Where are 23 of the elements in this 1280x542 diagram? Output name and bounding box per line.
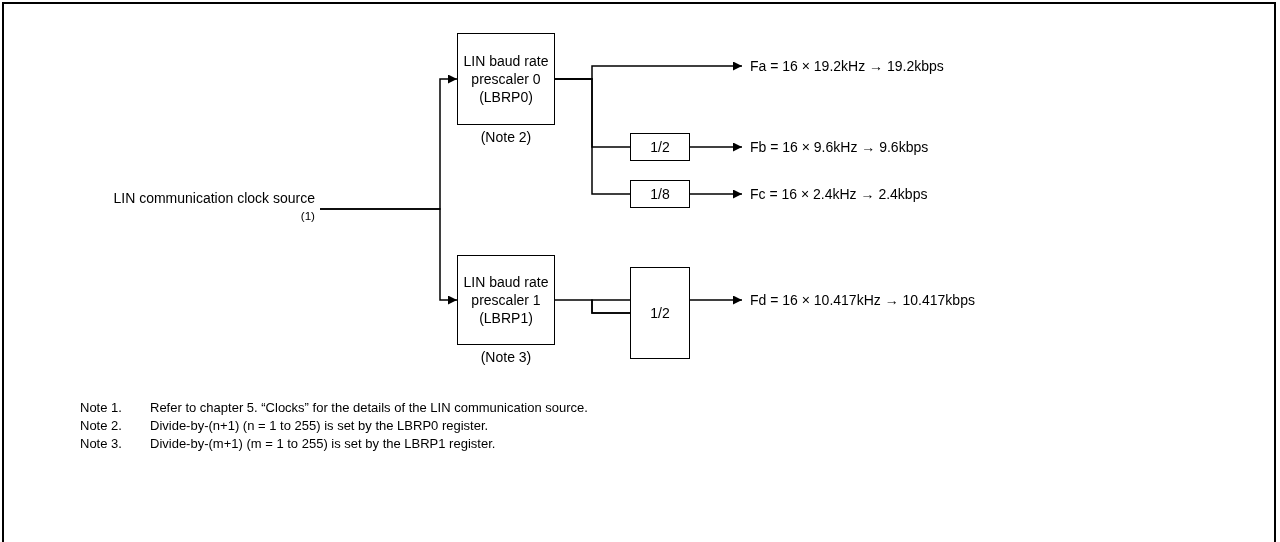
block-text: LIN baud rate prescaler 1 (LBRP1) — [462, 273, 550, 327]
block-box — [630, 180, 690, 208]
block-text: Fa = 16 × 19.2kHz → 19.2kbps — [750, 57, 944, 75]
block-box — [630, 133, 690, 161]
note-number: Note 2. — [80, 418, 123, 434]
block-text: 1/2 — [650, 138, 670, 156]
connector-arrow — [689, 189, 743, 199]
block-text: Fd = 16 × 10.417kHz → 10.417kbps — [750, 291, 975, 309]
block-text: Fb = 16 × 9.6kHz → 9.6kbps — [750, 138, 929, 156]
note-text: Divide-by-(m+1) (m = 1 to 255) is set by the LBRP1 register. — [150, 436, 497, 452]
connector-arrow — [689, 142, 743, 152]
block-box — [630, 267, 690, 359]
connector-arrow — [319, 208, 458, 305]
block-text: LIN baud rate prescaler 0 (LBRP0) — [462, 52, 550, 106]
note-number: Note 1. — [80, 400, 123, 416]
note-number: Note 3. — [80, 436, 123, 452]
note-text: Divide-by-(n+1) (n = 1 to 255) is set by the LBRP0 register. — [150, 418, 490, 434]
note-reference: (Note 2) — [479, 128, 533, 146]
block-text: Fc = 16 × 2.4kHz → 2.4kbps — [750, 185, 928, 203]
note-text: Refer to chapter 5. “Clocks” for the details of the LIN communication source. — [150, 400, 588, 416]
block-text: 1/8 — [650, 185, 670, 203]
block-text: 1/2 — [650, 304, 670, 322]
note-reference: (Note 3) — [479, 348, 533, 366]
